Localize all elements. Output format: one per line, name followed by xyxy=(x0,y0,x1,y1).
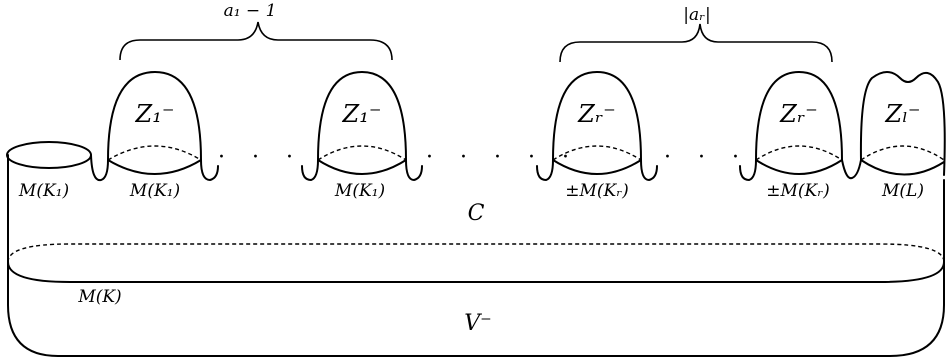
neck-4 xyxy=(739,159,757,181)
body-outline xyxy=(7,154,945,357)
cap-2-label: Z₁⁻ xyxy=(342,100,382,128)
cap-1-outline xyxy=(107,71,202,161)
neck-2 xyxy=(301,159,319,181)
dots-2: · · · · · xyxy=(426,145,579,170)
neck-3b xyxy=(640,159,658,181)
neck-4b xyxy=(841,159,862,180)
region-c-label: C xyxy=(468,201,485,226)
cap-5-outline xyxy=(859,71,946,176)
neck-1 xyxy=(200,159,219,181)
region-v-label: V⁻ xyxy=(464,311,492,336)
outer-boundary-label: M(K₁) xyxy=(18,181,69,201)
region-mk-label: M(K) xyxy=(77,287,121,307)
cap-5-back xyxy=(860,145,945,161)
boundary-4-label: ±M(Kᵣ) xyxy=(766,181,830,201)
boundary-3-label: ±M(Kᵣ) xyxy=(565,181,629,201)
neck-3 xyxy=(536,159,554,181)
cap-2-back xyxy=(317,145,407,161)
cap-3-outline xyxy=(552,71,642,161)
cap-1-label: Z₁⁻ xyxy=(135,100,175,128)
cap-1-back xyxy=(107,145,202,161)
brace-right-label: |aᵣ| xyxy=(683,5,711,25)
brace-right xyxy=(559,23,833,63)
cap-5-label: Zₗ⁻ xyxy=(884,100,920,128)
boundary-2-label: M(K₁) xyxy=(334,181,385,201)
boundary-5-label: M(L) xyxy=(881,181,924,201)
dots-1: · · · xyxy=(218,145,303,170)
boundary-1-label: M(K₁) xyxy=(129,181,180,201)
cap-5-front xyxy=(860,159,945,176)
outer-boundary-bottom-join xyxy=(90,154,109,182)
brace-left xyxy=(119,21,393,61)
dots-3: · · · xyxy=(664,145,749,170)
neck-2b xyxy=(405,159,423,181)
cap-4-outline xyxy=(755,71,843,161)
cap-3-back xyxy=(552,145,642,161)
cap-4-back xyxy=(755,145,843,161)
cap-1-front xyxy=(107,159,202,175)
cap-4-label: Zᵣ⁻ xyxy=(779,100,818,128)
cap-2-outline xyxy=(317,71,407,161)
outer-boundary-ellipse xyxy=(6,141,92,169)
inner-ellipse-front xyxy=(7,261,945,283)
cap-3-front xyxy=(552,159,642,175)
cap-2-front xyxy=(317,159,407,175)
inner-ellipse-back xyxy=(7,243,945,263)
cap-3-label: Zᵣ⁻ xyxy=(577,100,616,128)
brace-left-label: a₁ − 1 xyxy=(224,1,277,21)
cap-4-front xyxy=(755,159,843,175)
